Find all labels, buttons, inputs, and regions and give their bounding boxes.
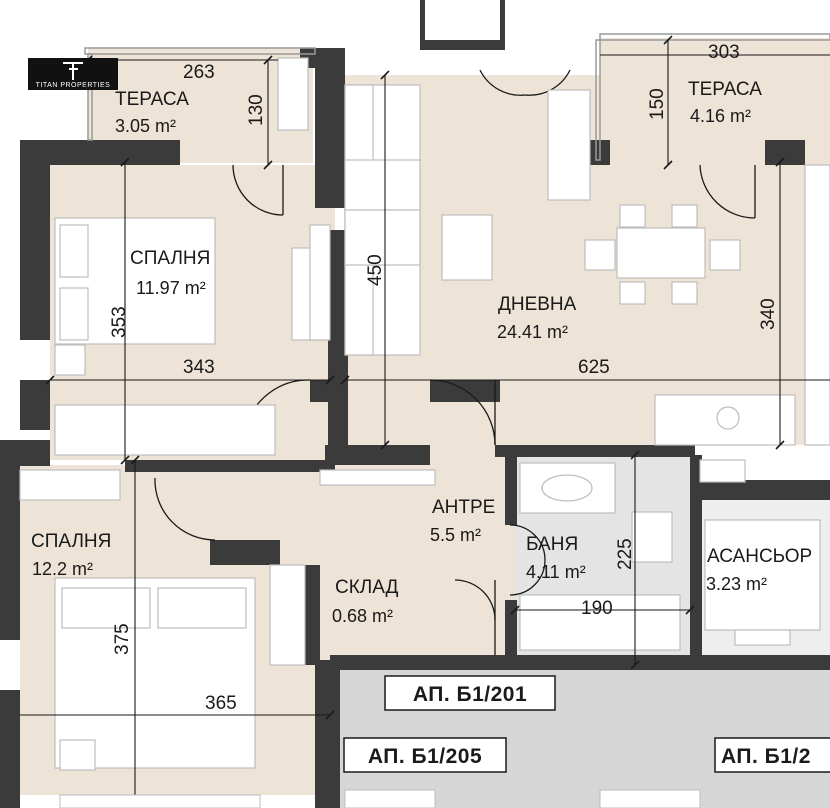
dim-303: 303 [708,42,740,63]
room-name-storage: СКЛАД [335,577,399,598]
room-labels: ТЕРАСА 3.05 m² ТЕРАСА 4.16 m² СПАЛНЯ 11.… [31,79,812,626]
dim-625: 625 [578,357,610,378]
room-area-storage: 0.68 m² [332,606,393,626]
furniture [19,57,830,771]
dimension-ticks [45,35,785,720]
logo-text: TITAN PROPERTIES [36,82,111,89]
room-name-terrace-right: ТЕРАСА [688,79,762,100]
room-name-elevator: АСАНСЬОР [707,546,812,567]
railings [84,33,830,161]
room-area-living: 24.41 m² [497,322,568,342]
dim-225: 225 [615,538,636,570]
dim-353: 353 [109,306,130,338]
room-name-bedroom-2: СПАЛНЯ [31,531,111,552]
dim-365: 365 [205,693,237,714]
dim-263: 263 [183,62,215,83]
titan-properties-logo: TITAN PROPERTIES [28,58,118,90]
dim-150: 150 [647,88,668,120]
dim-130: 130 [246,94,267,126]
dim-340: 340 [758,298,779,330]
room-area-terrace-right: 4.16 m² [690,106,751,126]
room-area-bedroom-1: 11.97 m² [136,278,206,298]
dim-450: 450 [365,254,386,286]
doors [154,69,756,655]
room-name-bathroom: БАНЯ [526,534,578,555]
dining-table-icon [616,227,706,279]
dim-343: 343 [183,357,215,378]
bottom-fixtures [59,789,701,808]
apartment-label-201: АП. Б1/201 [413,683,527,706]
room-name-hall: АНТРЕ [432,497,495,518]
apartment-labels: АП. Б1/201 АП. Б1/205 АП. Б1/2 [343,675,830,773]
room-area-hall: 5.5 m² [430,525,481,545]
dim-190: 190 [581,598,613,619]
room-area-terrace-left: 3.05 m² [115,116,176,136]
room-name-bedroom-1: СПАЛНЯ [130,248,210,269]
elevator-car-icon [704,519,821,631]
apartment-label-205: АП. Б1/205 [368,745,482,768]
apartment-label-2xx: АП. Б1/2 [721,745,811,768]
room-area-bathroom: 4.11 m² [526,562,586,582]
room-name-living: ДНЕВНА [498,294,577,315]
room-area-bedroom-2: 12.2 m² [32,559,93,579]
room-area-elevator: 3.23 m² [706,574,767,594]
dimension-lines [20,40,830,808]
dim-375: 375 [112,623,133,655]
dimension-labels: 263 130 303 150 353 343 450 625 340 225 … [109,42,779,714]
room-name-terrace-left: ТЕРАСА [115,89,189,110]
